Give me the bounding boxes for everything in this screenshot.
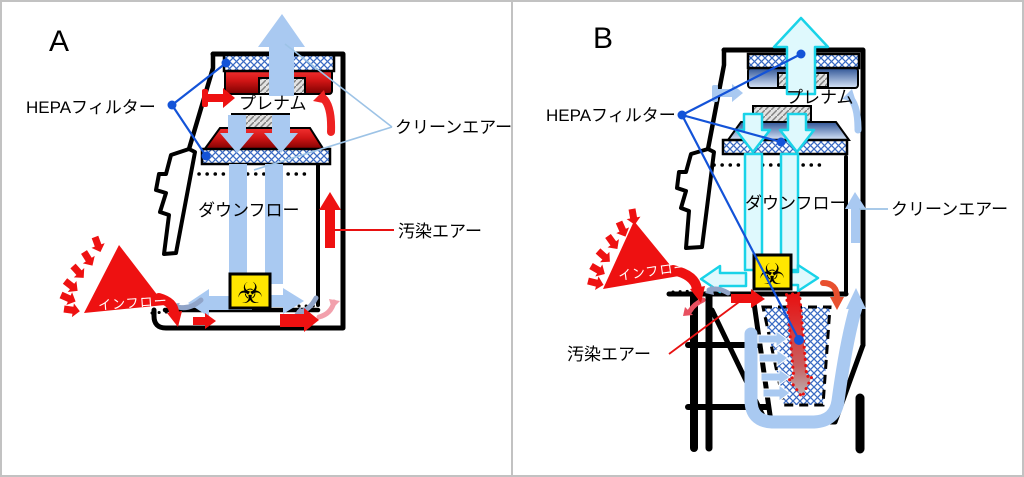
svg-text:☣: ☣ (237, 276, 263, 310)
contaminated-pointer-b (668, 298, 744, 355)
inflow-small-arrows-b (587, 208, 641, 290)
clean-air-pointer-a (253, 43, 393, 171)
panel-letter-b: B (593, 22, 613, 55)
panel-a-diagram: インフロー ☣ A HEPAフィルター プレナム クリーンエアー ダウンフロー … (26, 14, 511, 332)
inflow-cone-b: インフロー (587, 208, 705, 303)
panel-b-diagram: インフロー ☣ B HEPAフィルター プレナム ダウンフロー クリーンエアー … (546, 16, 1008, 454)
grille-curl-arrows-a (170, 295, 340, 320)
supply-plenum-box-a (202, 127, 326, 151)
contaminated-dotted-arrow-b (785, 291, 814, 399)
label-downflow-a: ダウンフロー (198, 201, 300, 220)
downflow-hepa-filter-a (200, 147, 332, 166)
contaminated-air-arrows-a (193, 88, 341, 332)
u-flow-arrow-b (744, 288, 866, 429)
rear-duct-up-arrow-a (325, 210, 335, 248)
inflow-small-arrows-a (59, 235, 105, 318)
biohazard-icon-b: ☣ (752, 253, 793, 291)
biohazard-icon-a: ☣ (228, 272, 272, 310)
label-clean-air-b: クリーンエアー (891, 200, 1008, 219)
exhaust-arrow-a (258, 14, 305, 96)
hepa-connectors-b (677, 49, 806, 345)
label-contaminated-b: 汚染エアー (567, 345, 651, 364)
inflow-label-a: インフロー (98, 293, 169, 313)
clean-air-arrows-a (188, 14, 305, 317)
filter-through-arrows-b (757, 330, 791, 402)
label-plenum-a: プレナム (239, 94, 307, 113)
rear-duct-up-arrow-b (851, 209, 860, 243)
svg-text:☣: ☣ (759, 257, 785, 291)
hepa-connectors-a (167, 58, 231, 161)
label-hepa-a: HEPAフィルター (26, 98, 156, 117)
label-hepa-b: HEPAフィルター (546, 106, 676, 125)
contaminated-air-arrows-b (683, 280, 844, 316)
label-clean-air-a: クリーンエアー (395, 118, 511, 137)
label-downflow-b: ダウンフロー (745, 194, 847, 213)
inflow-cone-a: インフロー (59, 235, 182, 327)
front-sash-b (675, 147, 716, 250)
panel-divider (511, 2, 513, 475)
front-sash-a (154, 147, 197, 256)
front-grille-dots-a (150, 309, 184, 315)
clean-air-pale-arrows-b (712, 84, 866, 243)
label-plenum-b: プレナム (786, 88, 854, 107)
label-contaminated-a: 汚染エアー (398, 222, 482, 241)
panel-letter-a: A (49, 25, 69, 58)
